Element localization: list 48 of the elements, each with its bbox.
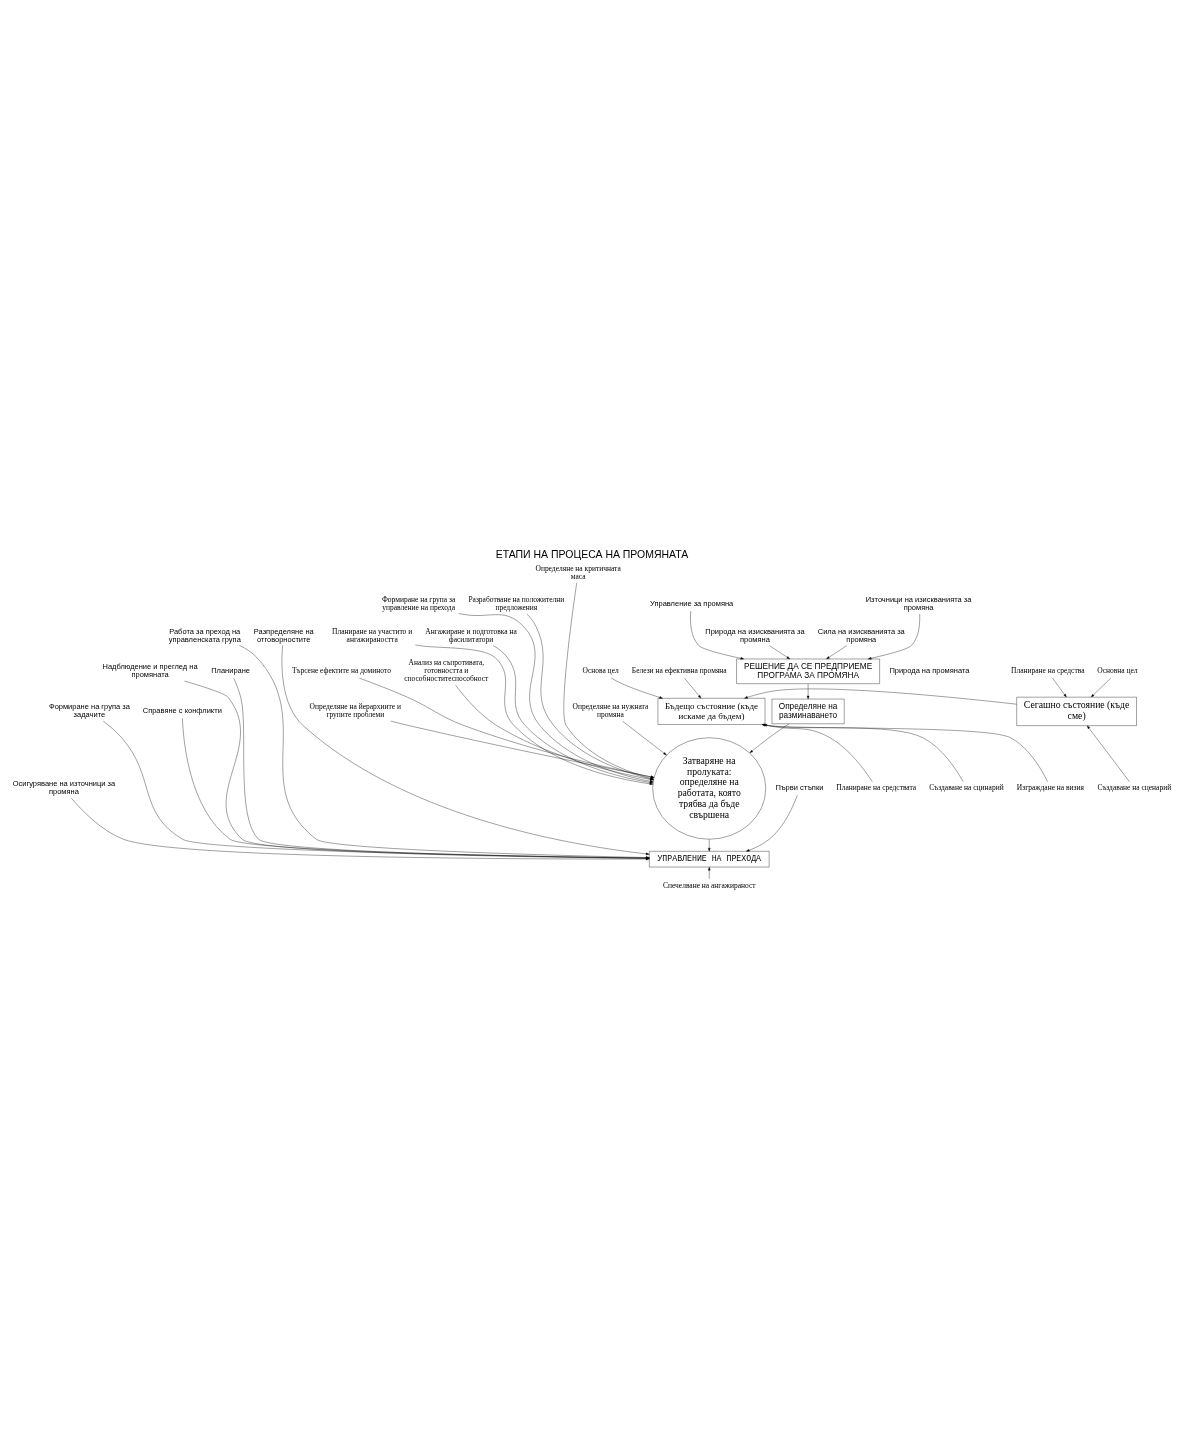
label: Природа на промяната [889,665,970,675]
arrow [708,866,711,879]
arrow [1087,725,1130,782]
arrow [611,677,663,699]
node-text: Белези на ефективна промяна [631,665,727,675]
node-text: Ангажиране и подготовка на фасилитатори [425,626,517,644]
node-text: Основа цел [582,665,619,675]
arrow [1052,677,1067,697]
node-text: Планиране на участито и ангажираността [332,626,413,644]
arrow [806,683,810,699]
node-text: Управление за промяна [650,598,734,608]
node-text: Формиране на група за задачите [48,701,130,719]
arrow [746,794,798,851]
node-text: Формиране на група за управление на прехода [381,594,456,612]
arrow [708,838,711,851]
node-text: Разработване на положителни предложения [468,594,565,612]
diagram-title: ЕТАПИ НА ПРОЦЕСА НА ПРОМЯНАТА [495,548,689,560]
node-text: Планиране [211,665,251,675]
node-text: Изграждане на визия [1016,782,1084,792]
arrow [769,644,790,659]
node-text: Спечелване на ангажираност [662,880,756,890]
node-text: Определяне на нужната промяна [572,701,649,719]
arrow [744,688,1017,704]
node-text: Анализ на съпротивата, готовността и способноститеспособност [404,657,489,683]
node-text: Сила на изискванията за промяна [817,626,905,644]
arrow [622,720,667,755]
arrow [1091,677,1111,697]
node-text: Работа за преход на управленската група [168,626,241,644]
node-box: Сегашно състояние (къде сме) [1016,696,1137,726]
node-text: Планиране на средства [1011,665,1085,675]
node-text: Определяне на критичната маса [535,563,621,581]
node-text: Планиране на средствата [836,782,917,792]
arrow [868,613,920,659]
node-text: Определяне на йерархиите и групите проблеми [309,701,402,719]
node-text: Създаване на сцинарий [929,782,1004,792]
node-text: Търсене ефектите на доминото [292,665,391,675]
arrow [826,644,848,659]
node-text: Създаване на сценарий [1097,782,1172,792]
node-text: Надблюдение и преглед на промяната [102,661,198,679]
arrow [684,677,702,698]
node-text: Основна цел [1097,665,1138,675]
node-text: Първи стъпки [775,782,824,792]
node-text: Природа на изискванията за промяна [705,626,805,644]
node-text: Справяне с конфликти [142,705,222,715]
node-text: Осигуряване на източници за промяна [12,778,116,796]
arrow [690,610,744,660]
node-text: Източници на изискванията за промяна [865,594,972,612]
node-text: Разпределяне на отговорностите [253,626,314,644]
